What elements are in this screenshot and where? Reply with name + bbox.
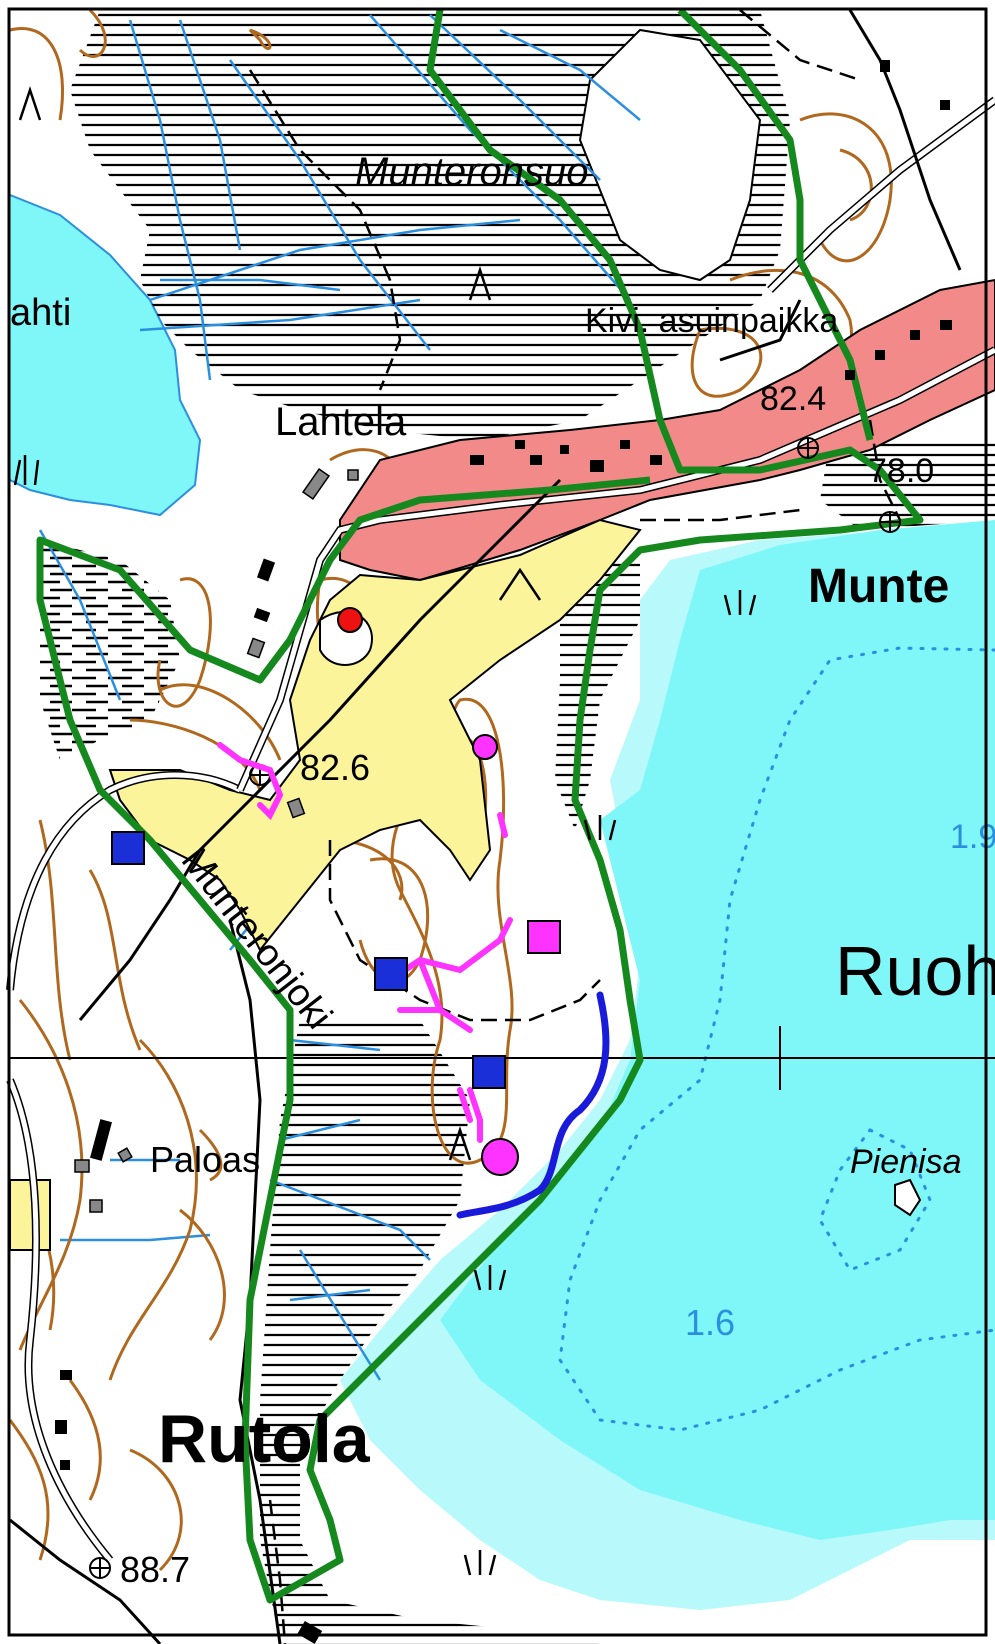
site-track-magenta-3 — [497, 812, 508, 838]
lake-west — [10, 195, 200, 515]
boundary-line-north — [677, 7, 874, 441]
label-ruoh: Ruoh — [835, 932, 995, 1010]
label-paloas: Paloas — [150, 1139, 260, 1180]
site-marker-magenta-circle-1[interactable] — [472, 734, 498, 760]
label-depth-1-9: 1.9 — [950, 818, 995, 856]
lake-west-shore — [9, 194, 202, 517]
buildings-grey — [74, 468, 359, 1213]
lake-ruoho — [440, 520, 995, 1540]
label-pienisa: Pienisa — [850, 1143, 962, 1181]
label-depth-1-6: 1.6 — [685, 1302, 735, 1343]
map-border — [7, 7, 988, 1637]
site-track-magenta-2 — [387, 917, 513, 1143]
trig-points — [89, 437, 901, 1579]
label-lahti: ahti — [10, 292, 71, 334]
label-rutola: Rutola — [158, 1401, 371, 1477]
label-elev-82-6: 82.6 — [300, 747, 370, 788]
site-marker-blue-square-3[interactable] — [472, 1055, 506, 1089]
marsh-west — [40, 540, 180, 760]
stream — [456, 991, 610, 1219]
reed-symbols — [13, 455, 757, 1576]
label-munte: Munte — [808, 560, 949, 613]
field-area-small — [9, 1179, 51, 1251]
roads — [6, 9, 995, 1644]
boulders — [18, 86, 542, 1161]
site-marker-blue-square-1[interactable] — [111, 831, 145, 865]
island-pienisaari — [894, 1178, 922, 1217]
marsh-south — [260, 1020, 600, 1644]
site-marker-magenta-square[interactable] — [527, 920, 561, 954]
site-marker-magenta-circle-2[interactable] — [481, 1138, 519, 1176]
site-marker-blue-square-2[interactable] — [374, 957, 408, 991]
label-lahtela: Lahtela — [275, 400, 407, 444]
site-marker-red[interactable] — [337, 607, 363, 633]
field-area — [108, 518, 642, 952]
buildings — [55, 60, 952, 1644]
label-elev-82-4: 82.4 — [760, 380, 826, 418]
depth-contour-inner — [818, 1128, 932, 1272]
label-munteronsuo: Munteronsuo — [355, 150, 588, 194]
label-kivi-asuinpaikka: Kivi. asuinpaikka — [585, 302, 838, 340]
label-elev-88-7: 88.7 — [120, 1549, 190, 1590]
label-elev-78-0: 78.0 — [868, 452, 934, 490]
bog-open-area — [578, 28, 762, 282]
boundary-line — [36, 9, 924, 1604]
site-track-magenta — [217, 742, 284, 821]
